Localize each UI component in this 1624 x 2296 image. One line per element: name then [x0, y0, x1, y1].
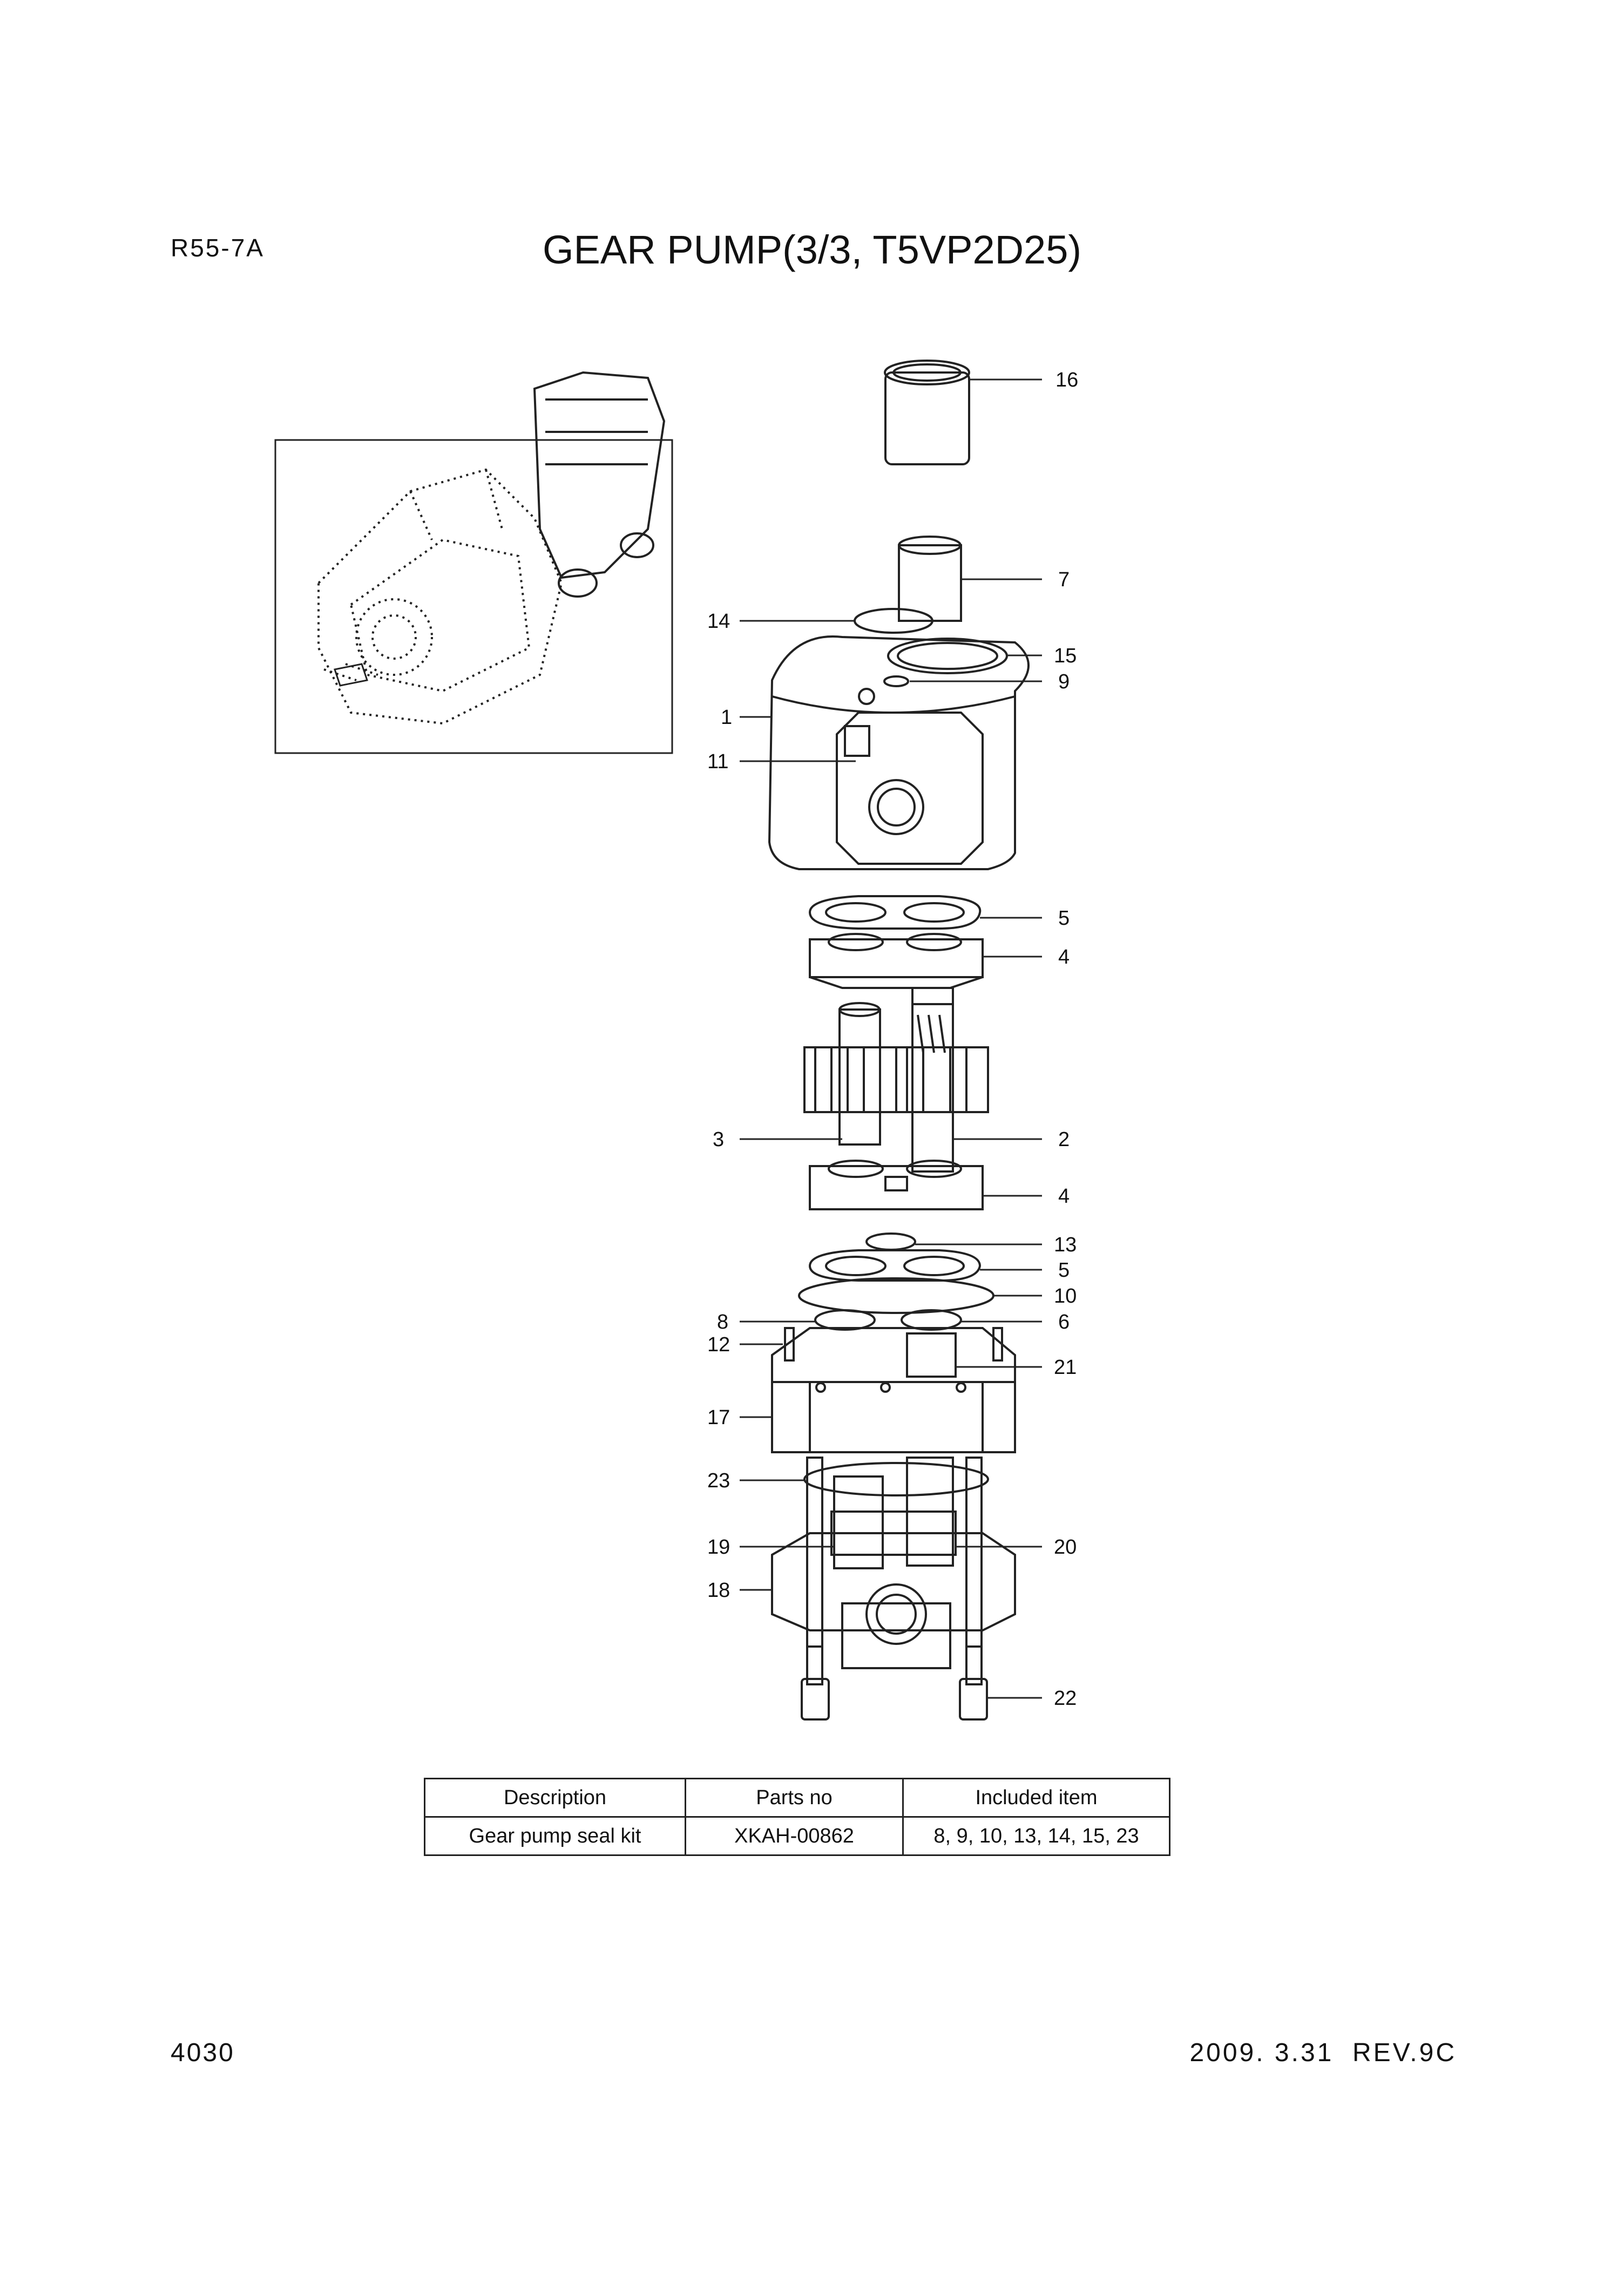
column-header-included-item: Included item	[902, 1778, 1170, 1818]
part-10-oring	[798, 1277, 994, 1314]
part-17-body	[771, 1327, 1016, 1453]
part-23-oring	[803, 1462, 989, 1496]
callout-10: 10	[1054, 1285, 1077, 1308]
callout-20: 20	[1054, 1536, 1077, 1559]
callout-16: 16	[1055, 369, 1078, 391]
part-5-lower-plate	[808, 1249, 982, 1282]
callout-15: 15	[1054, 645, 1077, 667]
model-code: R55-7A	[171, 234, 265, 262]
column-header-parts-no: Parts no	[685, 1778, 904, 1818]
callout-22: 22	[1054, 1687, 1077, 1710]
page-number: 4030	[171, 2038, 235, 2067]
callouts: 16 7 14 15 9 1 11 5 4 3 2 4 13 5 10 8 6 …	[707, 369, 1078, 1710]
callout-9: 9	[1058, 670, 1070, 693]
callout-5-lower: 5	[1058, 1259, 1070, 1282]
part-13-seal	[865, 1232, 916, 1251]
callout-4-lower: 4	[1058, 1185, 1070, 1208]
callout-17: 17	[707, 1406, 730, 1429]
callout-18: 18	[707, 1579, 730, 1602]
callout-14: 14	[707, 610, 730, 633]
part-19-20-gears	[830, 1457, 957, 1569]
part-1-front-cover	[768, 635, 1030, 870]
column-header-description: Description	[424, 1778, 686, 1818]
callout-7: 7	[1058, 568, 1070, 591]
callout-3: 3	[713, 1128, 724, 1151]
date-revision: 2009. 3.31 REV.9C	[1189, 2038, 1457, 2067]
part-18-rear-cover	[771, 1532, 1016, 1669]
overview-inset	[274, 371, 673, 754]
part-3-driven-gear	[803, 1002, 897, 1146]
callout-4-upper: 4	[1058, 946, 1070, 968]
part-22-bolts	[801, 1645, 988, 1721]
part-4-lower-block	[809, 1160, 984, 1210]
part-8-ring	[814, 1309, 876, 1331]
callout-19: 19	[707, 1536, 730, 1559]
callout-12: 12	[707, 1333, 730, 1356]
callout-6: 6	[1058, 1311, 1070, 1333]
cell-included-item: 8, 9, 10, 13, 14, 15, 23	[902, 1816, 1170, 1856]
part-16-cup	[884, 360, 970, 465]
part-9-oring	[883, 675, 909, 687]
part-6-ring	[901, 1309, 962, 1331]
callout-1: 1	[721, 706, 732, 729]
callout-11: 11	[707, 750, 728, 773]
part-4-upper-block	[809, 933, 984, 989]
part-7-sleeve	[898, 536, 962, 622]
seal-kit-table: Description Parts no Included item Gear …	[424, 1778, 1170, 1856]
cell-parts-no: XKAH-00862	[685, 1816, 904, 1856]
part-5-upper-plate	[808, 895, 982, 930]
part-2-drive-gear	[895, 987, 989, 1173]
cell-description: Gear pump seal kit	[424, 1816, 686, 1856]
part-21-shaft	[906, 1332, 957, 1378]
table-row: Gear pump seal kit XKAH-00862 8, 9, 10, …	[424, 1816, 1170, 1856]
leader-lines	[740, 378, 1042, 1699]
table-header-row: Description Parts no Included item	[424, 1778, 1170, 1818]
callout-23: 23	[707, 1469, 730, 1492]
callout-2: 2	[1058, 1128, 1070, 1151]
page-title: GEAR PUMP(3/3, T5VP2D25)	[543, 227, 1081, 272]
callout-13: 13	[1054, 1234, 1077, 1256]
callout-21: 21	[1054, 1356, 1077, 1379]
callout-8: 8	[717, 1311, 728, 1333]
callout-5-upper: 5	[1058, 907, 1070, 930]
